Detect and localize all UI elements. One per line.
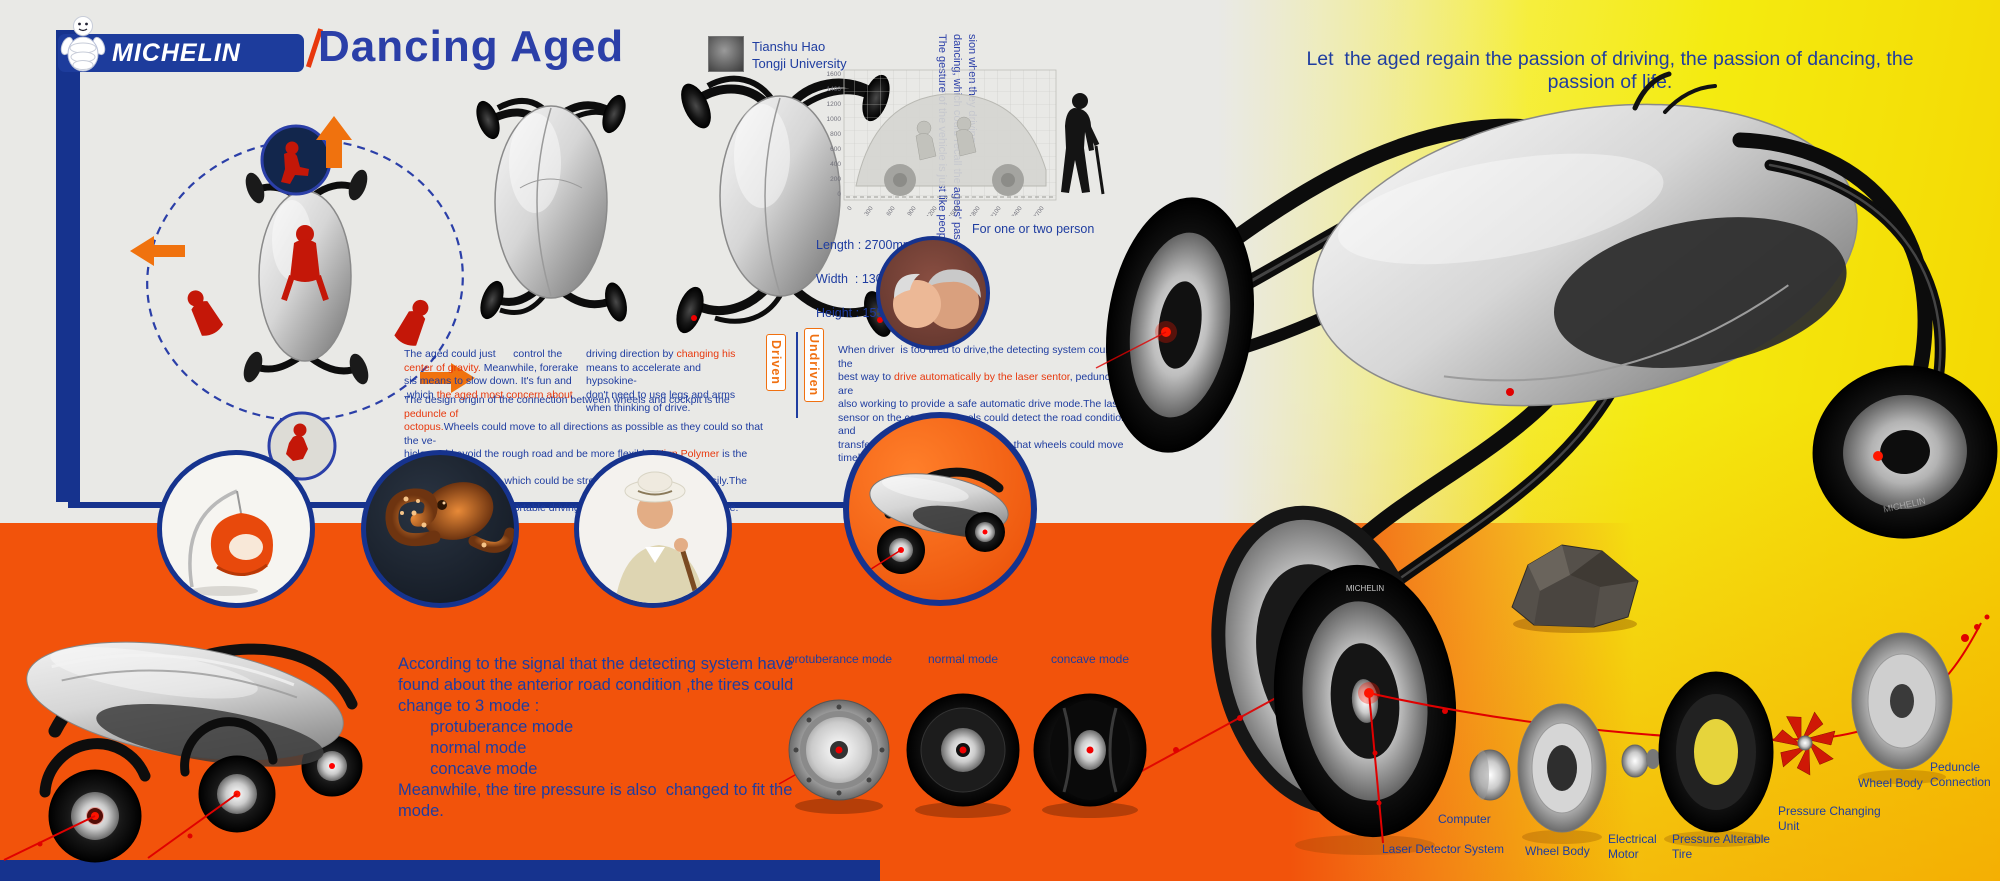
svg-text:800: 800 — [830, 131, 841, 138]
wheel-brand-text: MICHELIN — [1346, 584, 1384, 593]
driver-figure-left — [187, 290, 224, 336]
vehicle-circle-illustration — [856, 467, 1009, 579]
svg-text:1000: 1000 — [827, 116, 842, 123]
elderly-man-photo — [574, 450, 732, 608]
hanging-chair-illustration — [188, 489, 273, 596]
hero-antennas — [1632, 71, 1717, 114]
tire-normal-render — [906, 693, 1020, 818]
wheel-body-part-1 — [1517, 703, 1607, 833]
tire-protuberance-render — [778, 699, 890, 814]
label-wheel-body-1: Wheel Body — [1525, 844, 1590, 858]
gravity-control-diagram — [130, 116, 475, 544]
svg-text:600: 600 — [886, 205, 897, 216]
svg-text:200: 200 — [830, 176, 841, 183]
svg-text:0: 0 — [837, 191, 841, 198]
mode-label-concave: concave mode — [1050, 652, 1130, 666]
tire-mode-renders — [778, 693, 1147, 818]
octopus-illustration — [385, 482, 514, 553]
vehicle-side-outline — [855, 93, 1047, 187]
driver-figure-center — [281, 225, 329, 301]
seated-figures — [915, 116, 977, 161]
elderly-man-illustration — [615, 471, 705, 603]
slogan: Let the aged regain the passion of drivi… — [1306, 48, 1914, 93]
label-electrical-motor: Electrical Motor — [1608, 832, 1657, 861]
rock-image — [1511, 544, 1639, 633]
svg-text:1500: 1500 — [948, 205, 961, 216]
svg-text:2400: 2400 — [1011, 205, 1024, 216]
elderly-silhouette-icon — [1061, 93, 1105, 195]
label-peduncle-connection: Peduncle Connection — [1930, 760, 1991, 789]
svg-text:900: 900 — [907, 205, 918, 216]
dimension-drawing: 1600 1400 1200 1000 800 600 400 200 0 0 … — [827, 69, 1057, 216]
capacity-note: For one or two person — [972, 222, 1095, 236]
michelin-logo-text: MICHELIN — [112, 39, 241, 67]
michelin-man-icon — [60, 16, 106, 72]
label-laser-detector-system: Laser Detector System — [1382, 842, 1505, 856]
side-vehicle-lasers — [3, 793, 238, 861]
svg-text:1600: 1600 — [827, 71, 842, 78]
mode-label-protuberance: protuberance mode — [787, 652, 893, 666]
author-school: Tongji University — [752, 56, 847, 71]
laser-dot — [1873, 451, 1883, 461]
svg-text:2700: 2700 — [1033, 205, 1046, 216]
label-pressure-changing-unit: Pressure Changing Unit — [1778, 804, 1881, 833]
y-axis-ticks: 1600 1400 1200 1000 800 600 400 200 0 — [827, 71, 842, 198]
svg-text:600: 600 — [830, 146, 841, 153]
label-wheel-body-2: Wheel Body — [1858, 776, 1923, 790]
vehicle-top-view-render-1 — [476, 94, 627, 322]
elderly-couple-illustration — [893, 269, 981, 329]
label-computer: Computer — [1438, 812, 1491, 826]
x-axis-ticks: 0 300 600 900 1200 1500 1800 2100 2400 2… — [847, 205, 1046, 216]
vehicle-top-view-render-2 — [676, 74, 892, 337]
octopus-photo — [361, 450, 519, 608]
tire-concave-render — [1033, 693, 1147, 818]
exploded-wheel-assembly: MICHELIN — [1273, 564, 1990, 855]
hero-wheel-right — [1812, 365, 1998, 539]
driven-label: Driven — [766, 334, 786, 391]
vehicle-top-view-renders — [476, 74, 892, 337]
svg-text:0: 0 — [847, 205, 854, 212]
hanging-chair-photo — [157, 450, 315, 608]
svg-text:1800: 1800 — [969, 205, 982, 216]
elderly-couple-photo — [876, 236, 990, 350]
svg-text:1200: 1200 — [827, 101, 842, 108]
svg-text:1400: 1400 — [827, 86, 842, 93]
computer-part — [1469, 749, 1511, 801]
driver-figure-right — [394, 299, 429, 346]
wheel-body-part-2 — [1851, 632, 1953, 770]
mode-label-normal: normal mode — [927, 652, 999, 666]
arrow-right-icon — [420, 363, 475, 393]
author-name: Tianshu Hao — [752, 39, 826, 54]
octopus-suckers — [400, 496, 487, 548]
label-pressure-alterable-tire: Pressure Alterable Tire — [1672, 832, 1771, 861]
arrow-up-icon — [316, 116, 352, 168]
svg-text:400: 400 — [830, 161, 841, 168]
posture-circle-bottom — [267, 411, 337, 481]
author-photo — [708, 36, 744, 72]
svg-text:300: 300 — [864, 205, 875, 216]
electrical-motor-part — [1621, 744, 1660, 778]
hero-body — [1312, 103, 1858, 407]
left-vertical-bar — [56, 30, 80, 502]
modes-paragraph: According to the signal that the detecti… — [398, 655, 794, 820]
vehicle-circle-render — [843, 412, 1037, 606]
section-divider — [796, 332, 798, 418]
hero-wheel-left — [1106, 197, 1254, 453]
assembled-wheel — [1273, 564, 1457, 838]
driven-paragraph-col1: The aged could just control the center o… — [404, 348, 579, 401]
undriven-label: Undriven — [804, 328, 824, 403]
pressure-alterable-tire-part — [1658, 671, 1774, 833]
arrow-left-icon — [130, 236, 185, 266]
pressure-changing-unit-part — [1772, 711, 1836, 776]
bottom-blue-strip — [0, 860, 880, 881]
hero-tentacles-right — [1732, 132, 1946, 421]
author-info: Tianshu Hao Tongji University — [752, 38, 847, 72]
driven-paragraph-col2: driving direction by changing his means … — [586, 348, 736, 414]
side-vehicle-render — [3, 641, 363, 863]
svg-text:1200: 1200 — [926, 205, 939, 216]
svg-text:2100: 2100 — [990, 205, 1003, 216]
page-title: Dancing Aged — [318, 22, 625, 71]
